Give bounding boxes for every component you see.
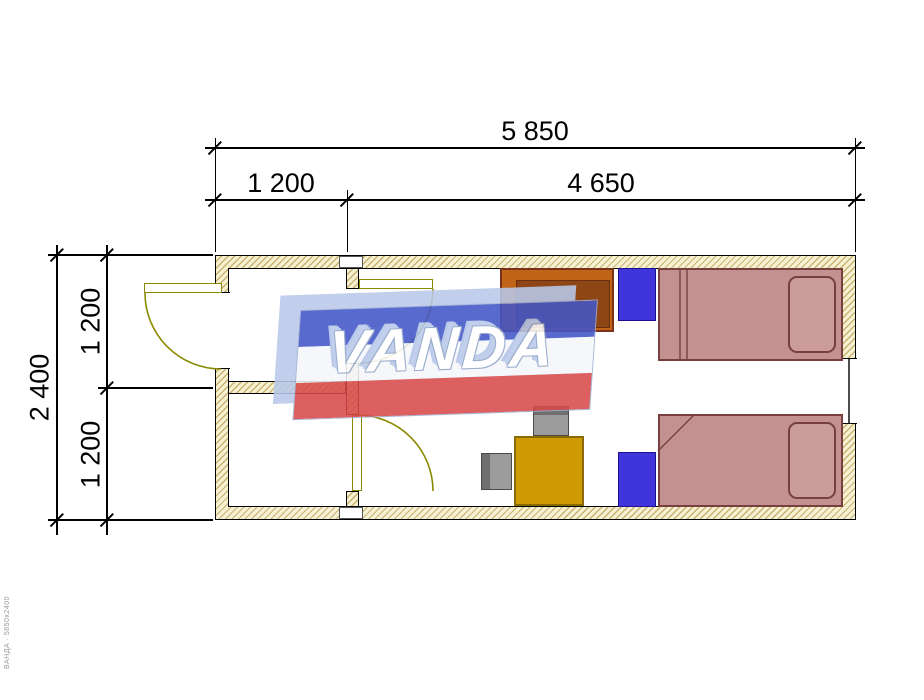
table (514, 436, 584, 506)
partition-wall-vertical-segment (346, 268, 359, 289)
dim-label-side-top-segment: 1 200 (75, 287, 106, 356)
entrance-door-opening (214, 292, 230, 369)
nightstand-bottom (618, 452, 656, 507)
extension-line-right (854, 138, 856, 252)
chair-left (481, 453, 512, 490)
extension-line-partition (346, 190, 348, 252)
interior-door-leaf-top (359, 279, 433, 289)
dimension-line-top-total (205, 147, 865, 149)
vanda-watermark: VANDA (272, 284, 605, 427)
entrance-door-swing-arc (144, 292, 222, 370)
dim-label-total-height: 2 400 (24, 353, 55, 422)
chair-backrest (534, 407, 568, 415)
interior-door-leaf-bottom (352, 415, 362, 491)
watermark-text: VANDA (326, 310, 560, 387)
partition-wall-vertical-segment (346, 491, 359, 507)
pillow-bottom (788, 422, 836, 499)
window-right-wall (842, 358, 857, 424)
entrance-door-leaf (144, 283, 222, 293)
wall-junction-notch-top (339, 256, 363, 268)
chair-backrest (482, 454, 490, 489)
wall-junction-notch-bottom (339, 507, 363, 519)
dimension-line-top-segments (205, 199, 865, 201)
extension-line-left (214, 138, 216, 252)
extension-line-bottom-edge (48, 519, 213, 521)
dim-label-side-bottom-segment: 1 200 (75, 420, 106, 489)
extension-line-top-edge (48, 254, 213, 256)
fine-print-text: ВАНДА · 5850х2400 (4, 596, 11, 669)
dim-label-top-left-segment: 1 200 (247, 168, 315, 198)
dim-label-total-width: 5 850 (501, 116, 569, 146)
chair-top (533, 406, 569, 436)
nightstand-top (618, 268, 656, 321)
extension-line-mid-partition (98, 387, 213, 389)
dimension-line-side-total (56, 245, 58, 535)
dim-label-top-right-segment: 4 650 (567, 168, 635, 198)
pillow-top (788, 276, 836, 353)
